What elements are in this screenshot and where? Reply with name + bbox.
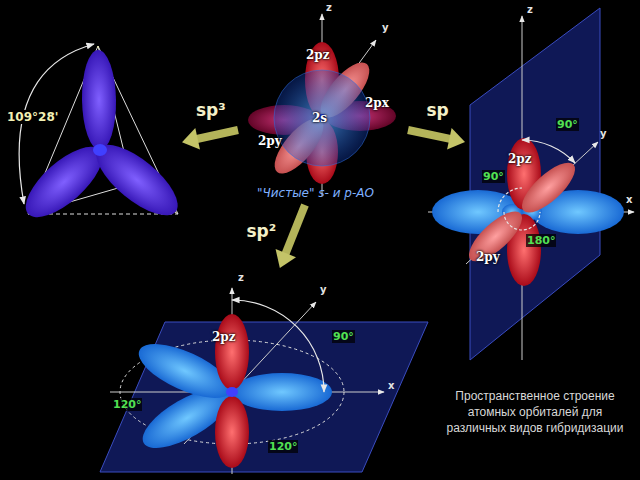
axis-label: z xyxy=(527,4,533,15)
angle-arc xyxy=(498,188,522,212)
orbital-label: 2pz xyxy=(306,48,330,62)
hybridization-arrow xyxy=(182,128,238,149)
arrow-shaft xyxy=(285,205,305,255)
sp3-orbitals xyxy=(15,44,189,229)
orbital-figure: z y x 2pz 90° 120° 120° xyxy=(100,268,430,475)
orbital-figure: z y 2pz 2px 2s 2py "Чистые" s- и p-АО xyxy=(238,5,408,205)
angle-arc xyxy=(504,212,540,230)
arrowhead xyxy=(447,128,465,150)
nucleus xyxy=(93,144,107,156)
axis-label: x xyxy=(388,380,394,391)
angle-label: 90° xyxy=(556,118,579,131)
angle-label: 180° xyxy=(526,234,556,247)
orbital-lobe xyxy=(81,50,117,151)
hybridization-arrow xyxy=(408,128,465,150)
sp2-orbitals xyxy=(100,288,428,474)
axis-label: y xyxy=(320,284,327,295)
orbital-lobe xyxy=(232,373,332,411)
orbital-label: 2pz xyxy=(508,152,532,166)
orbital-lobe xyxy=(86,133,189,227)
axis-label: y xyxy=(382,22,389,33)
arrowhead xyxy=(182,128,200,149)
angle-label: 109°28' xyxy=(6,110,59,124)
s-orbital xyxy=(274,70,370,166)
axis-label: y xyxy=(600,128,607,139)
angle-label: 120° xyxy=(268,440,298,453)
orbital-lobe xyxy=(462,204,530,269)
orbital-label: 2py xyxy=(258,134,282,148)
orbital-label: 2s xyxy=(312,111,327,125)
hybridization-arrow xyxy=(276,205,305,268)
axis-label: z xyxy=(326,2,332,13)
figure-caption: "Чистые" s- и p-АО xyxy=(257,186,374,200)
plane xyxy=(100,322,428,472)
arrow-label: sp³ xyxy=(196,100,226,120)
orbital-label: 2py xyxy=(476,250,500,264)
angle-arc xyxy=(232,300,324,392)
orbital-lobe xyxy=(215,314,249,390)
angle-arc xyxy=(19,44,94,204)
orbital-label: 2pz xyxy=(212,330,236,344)
arrow-label: sp xyxy=(427,100,449,120)
caption: Пространственное строение атомных орбита… xyxy=(440,388,630,437)
angle-label: 90° xyxy=(482,170,505,183)
sp-orbitals xyxy=(428,8,634,360)
pure-orbitals xyxy=(248,14,396,196)
orbital-lobe xyxy=(15,135,113,229)
arrow-shaft xyxy=(196,130,238,139)
axis-label: z xyxy=(238,272,244,283)
orbital-figure: zyx2pz90°90°180°2py xyxy=(465,5,638,360)
axis-label: x xyxy=(626,194,632,205)
nucleus xyxy=(226,387,238,397)
arrow-label: sp² xyxy=(246,221,276,241)
angle-label: 90° xyxy=(332,330,355,343)
orbital-figure: 109°28' xyxy=(5,30,182,250)
orbital-label: 2px xyxy=(365,96,389,110)
plane xyxy=(470,8,600,360)
orbital-lobe xyxy=(215,396,249,468)
arrowhead xyxy=(276,249,296,268)
angle-label: 120° xyxy=(112,398,142,411)
arrow-shaft xyxy=(408,130,451,139)
